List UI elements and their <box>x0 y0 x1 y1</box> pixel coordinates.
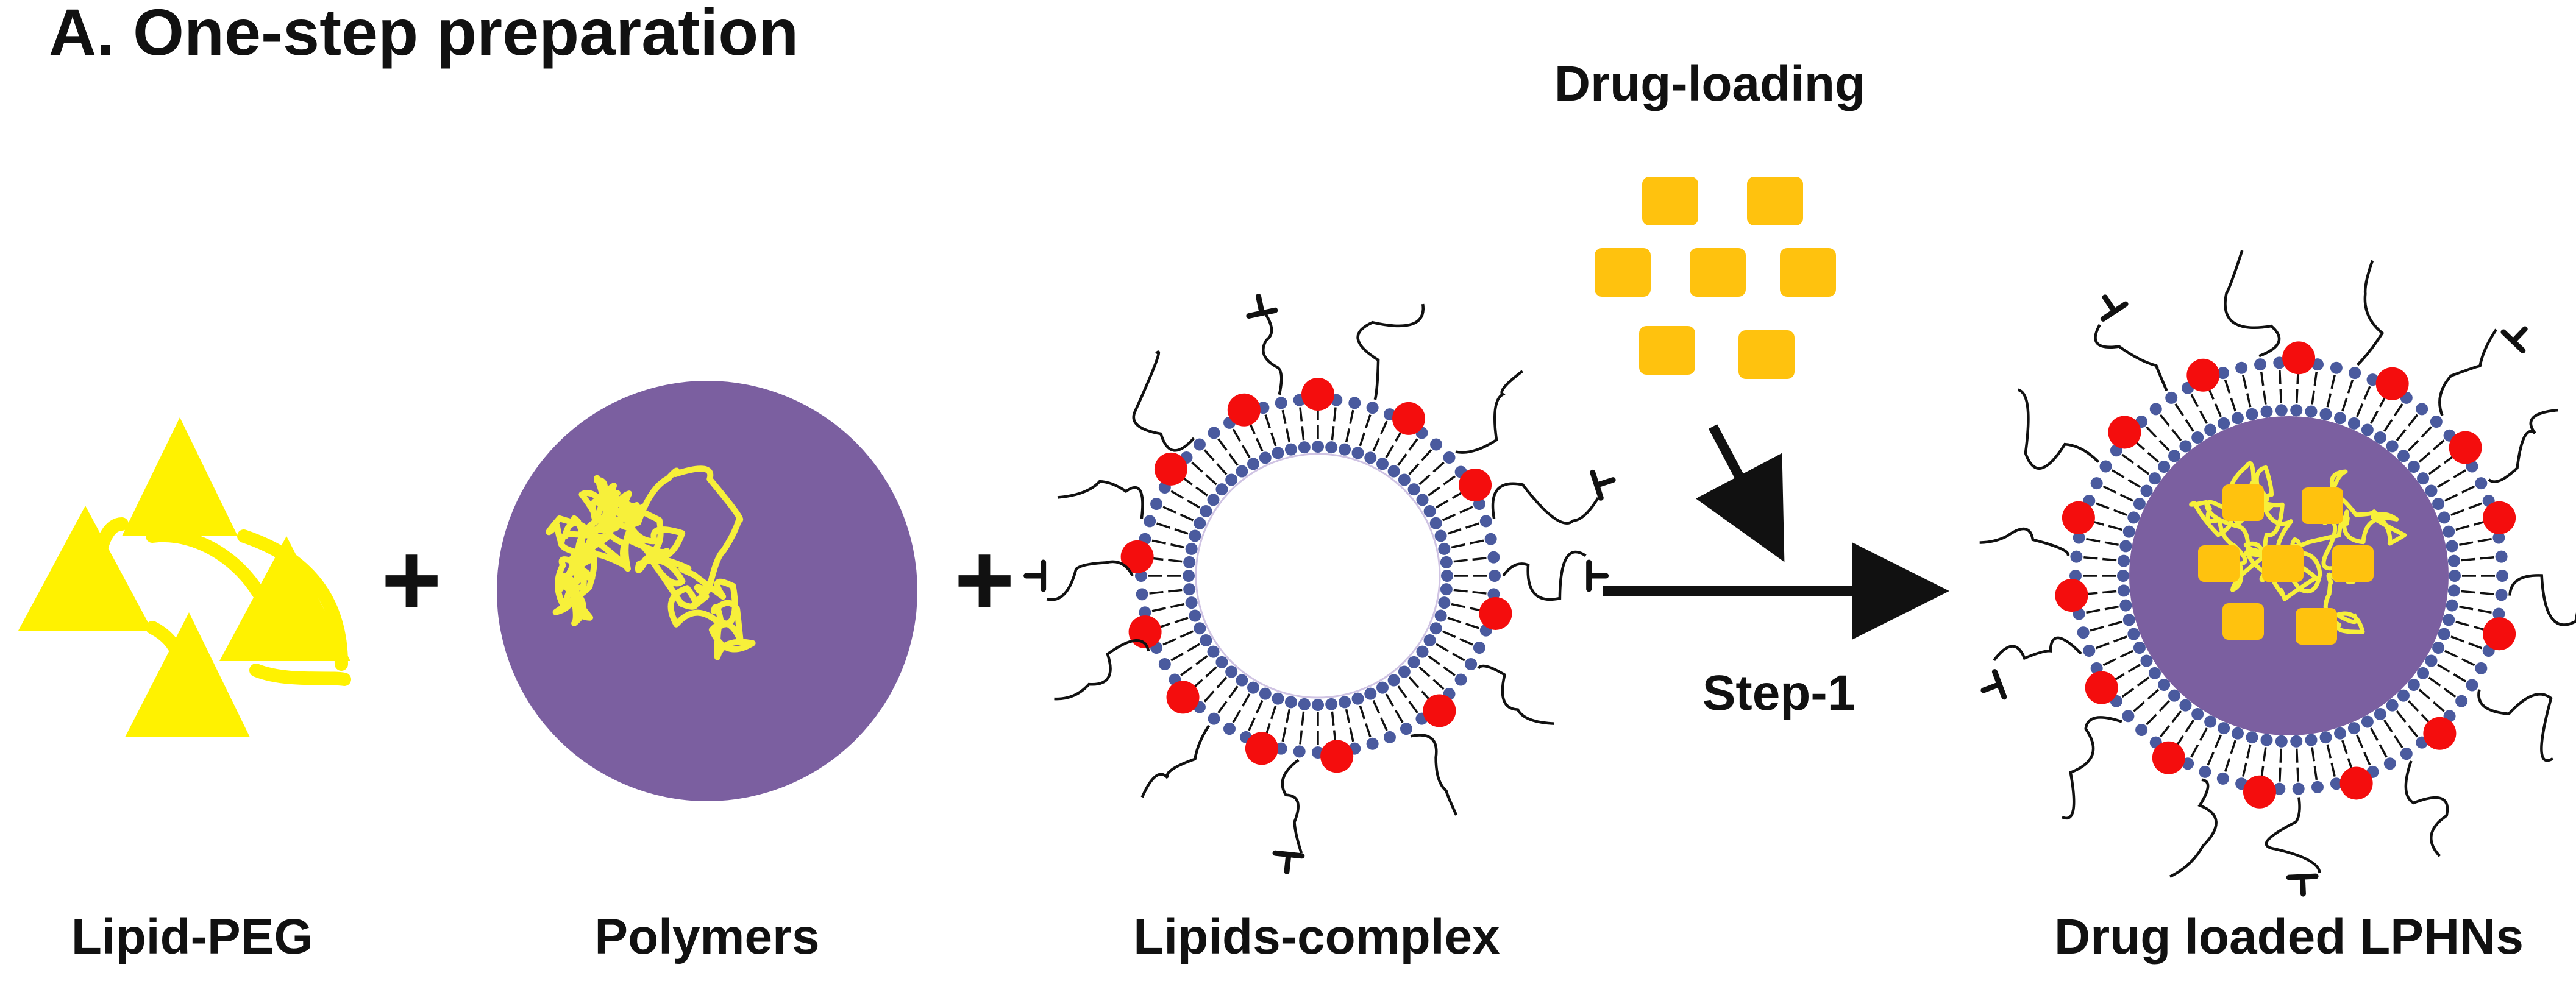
drug-loading-label: Drug-loading <box>1554 56 1865 111</box>
polymers-label: Polymers <box>594 909 819 965</box>
drug-loaded-lphns-label: Drug loaded LPHNs <box>2054 909 2524 965</box>
arrow-icon <box>1695 424 1785 562</box>
step-label: Step-1 <box>1703 665 1856 721</box>
diagram-title: A. One-step preparation <box>49 0 799 69</box>
lphn-icon <box>1979 250 2576 897</box>
lipid-peg-icon <box>18 417 351 737</box>
polymer-particle-icon <box>497 381 917 801</box>
lipid-complex-icon <box>1023 294 1616 874</box>
lipids-complex-label: Lipids-complex <box>1133 909 1500 965</box>
drug-icon <box>1595 177 1836 379</box>
lipid-peg-label: Lipid-PEG <box>71 909 313 965</box>
plus-sign: + <box>381 522 441 638</box>
plus-sign: + <box>954 522 1014 638</box>
